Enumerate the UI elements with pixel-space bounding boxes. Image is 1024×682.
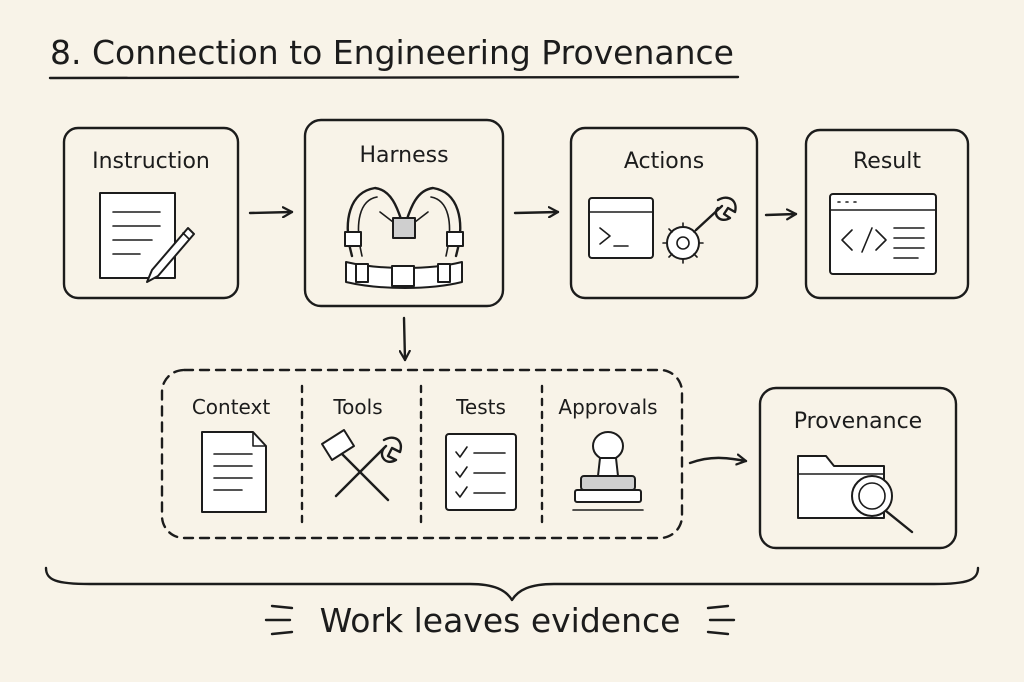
harness-icon [344, 186, 464, 289]
component-tests: Tests [445, 395, 517, 511]
component-approvals: Approvals [558, 395, 658, 511]
node-actions: Actions [569, 126, 759, 300]
checklist-icon [445, 433, 517, 511]
node-provenance: Provenance [758, 386, 958, 550]
node-harness: Harness [303, 118, 505, 308]
component-tools-label: Tools [332, 395, 382, 419]
bottom-brace [44, 566, 980, 602]
component-approvals-label: Approvals [558, 395, 657, 419]
node-harness-label: Harness [359, 143, 448, 168]
file-icon [201, 431, 267, 513]
arrow-components-to-provenance [688, 458, 748, 463]
node-result: Result [804, 128, 970, 300]
node-result-label: Result [853, 149, 921, 174]
page-title: 8. Connection to Engineering Provenance [50, 33, 734, 72]
component-tools: Tools [321, 395, 403, 502]
caption: Work leaves evidence [320, 601, 681, 640]
harness-components-group [160, 368, 684, 540]
component-tests-label: Tests [455, 395, 506, 419]
arrow-harness-to-components [404, 316, 405, 362]
node-provenance-label: Provenance [794, 409, 922, 434]
caption-emphasis-marks [264, 604, 736, 636]
document-pencil-icon [99, 192, 195, 283]
hammer-wrench-icon [321, 429, 403, 502]
node-actions-label: Actions [624, 149, 704, 174]
terminal-gear-wrench-icon [588, 196, 737, 264]
folder-magnifier-icon [797, 455, 914, 534]
arrow-harness-to-actions [513, 212, 560, 213]
title-underline [48, 75, 740, 80]
arrow-instruction-to-harness [248, 212, 294, 213]
node-instruction-label: Instruction [92, 149, 210, 174]
node-instruction: Instruction [62, 126, 240, 300]
component-context: Context [192, 395, 271, 513]
arrow-actions-to-result [764, 214, 798, 215]
component-context-label: Context [192, 395, 271, 419]
code-window-icon [829, 193, 937, 275]
stamp-icon [572, 431, 644, 511]
